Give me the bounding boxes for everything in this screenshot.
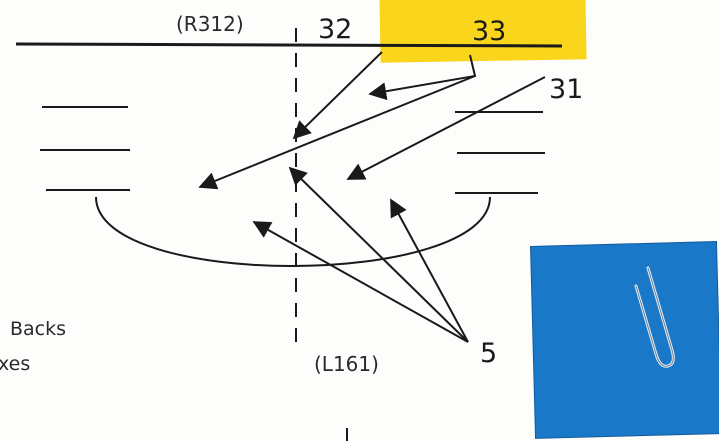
partial-text-line-1: Backs xyxy=(10,318,66,340)
arrow-31 xyxy=(346,76,546,180)
top-horizontal-line xyxy=(15,42,563,48)
ref-top-label: (R312) xyxy=(176,12,244,36)
arrow-5-a xyxy=(288,166,469,343)
label-33: 33 xyxy=(472,16,506,47)
arrow-32 xyxy=(292,51,383,140)
blue-sticky-note xyxy=(530,241,719,439)
label-31: 31 xyxy=(549,74,583,105)
ref-bottom-label: (L161) xyxy=(314,352,379,376)
label-5: 5 xyxy=(480,338,497,369)
bowl-curve xyxy=(95,196,491,267)
partial-text-line-2: xes xyxy=(0,353,30,375)
arrow-5-b xyxy=(252,221,469,343)
label-32: 32 xyxy=(318,14,352,45)
paperclip-icon xyxy=(634,266,675,368)
arrow-33-long xyxy=(198,75,476,190)
arrow-5-c xyxy=(390,198,469,343)
